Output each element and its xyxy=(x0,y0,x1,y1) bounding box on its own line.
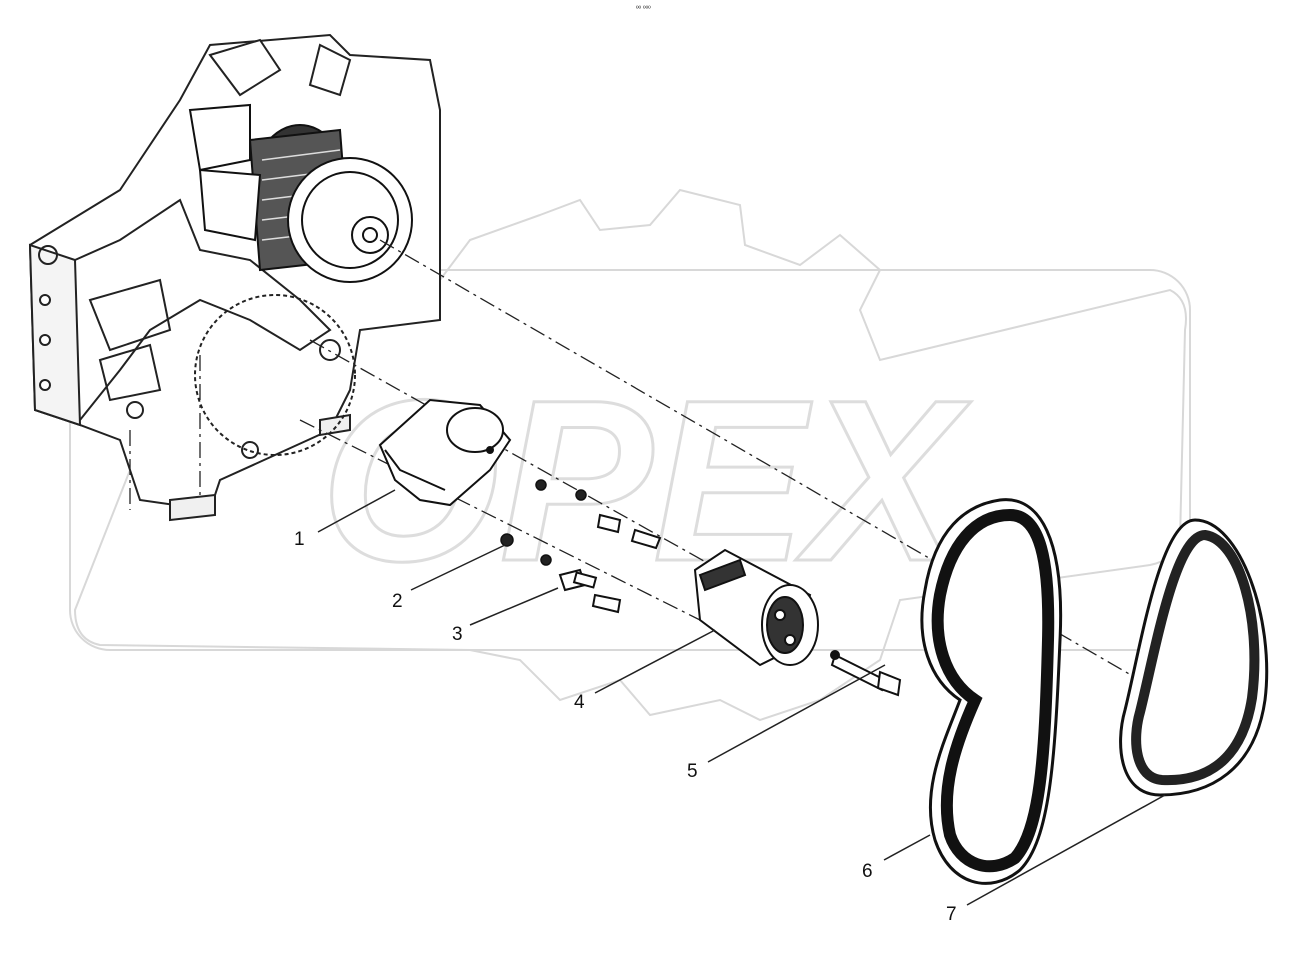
callout-6: 6 xyxy=(862,861,873,882)
drive-belt-rear xyxy=(1119,518,1269,797)
callout-4: 4 xyxy=(574,692,585,713)
callout-3: 3 xyxy=(452,624,463,645)
leader-lines xyxy=(317,489,1166,906)
tensioner-bracket xyxy=(378,398,512,507)
callout-2: 2 xyxy=(392,591,403,612)
header-note: ºº ººº xyxy=(636,6,651,13)
long-bolt xyxy=(830,650,902,697)
water-pump-pulley xyxy=(188,103,413,283)
callout-7: 7 xyxy=(946,904,957,925)
alignment-lines xyxy=(129,239,1201,716)
callout-5: 5 xyxy=(687,761,698,782)
belt-tensioner xyxy=(693,548,819,667)
nuts xyxy=(500,479,587,566)
bolts xyxy=(558,513,662,614)
callout-1: 1 xyxy=(294,529,305,550)
drive-belt-front xyxy=(920,498,1063,885)
